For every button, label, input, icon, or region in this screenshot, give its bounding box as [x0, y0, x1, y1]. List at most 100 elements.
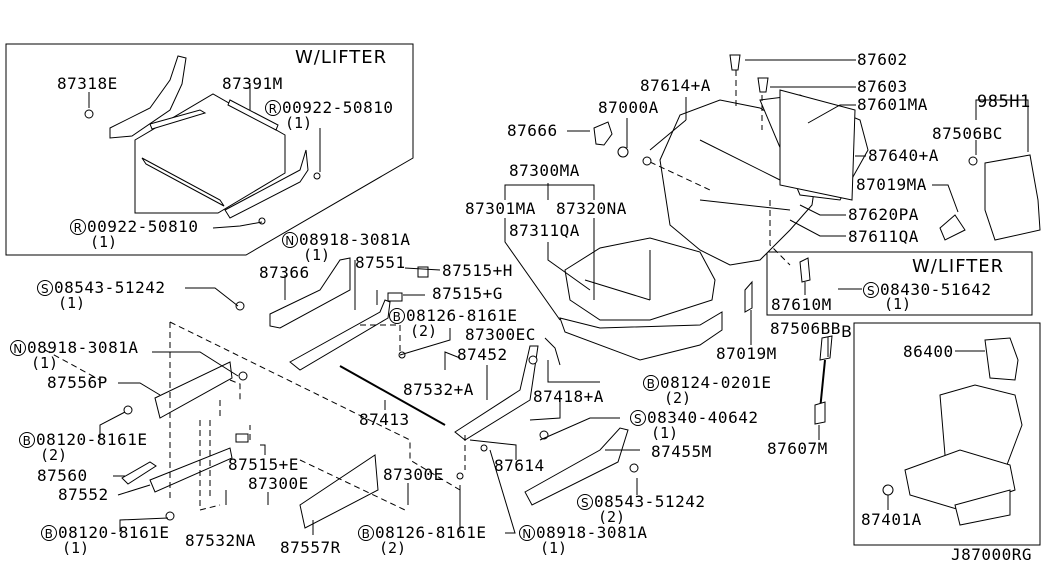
part-label-87601MA[interactable]: 87601MA [857, 95, 928, 114]
part-label-87320NA[interactable]: 87320NA [556, 199, 627, 218]
lifter-frame-drawing [84, 55, 321, 229]
part-code: 08340-40642 [647, 408, 759, 427]
part-label-87640A[interactable]: 87640+A [868, 146, 939, 165]
part-label-87366[interactable]: 87366 [259, 263, 310, 282]
part-label-87552[interactable]: 87552 [58, 485, 109, 504]
b-symbol-icon: B [643, 375, 659, 391]
part-label-87611QA[interactable]: 87611QA [848, 227, 919, 246]
part-label-87000A[interactable]: 87000A [598, 98, 659, 117]
lifter-frame-box [5, 43, 414, 256]
n-symbol-icon: N [282, 232, 298, 248]
part-code: 08543-51242 [594, 492, 706, 511]
part-label-87607M[interactable]: 87607M [767, 439, 828, 458]
part-code: 08120-8161E [36, 430, 148, 449]
part-label-87506BC[interactable]: 87506BC [932, 124, 1003, 143]
s-symbol-icon: S [577, 494, 593, 510]
part-label-87300EC[interactable]: 87300EC [465, 325, 536, 344]
quantity-label: (1) [285, 114, 313, 132]
complete-seat-corner-letter: B [841, 322, 853, 341]
part-label-87413[interactable]: 87413 [359, 410, 410, 429]
n-symbol-icon: N [519, 525, 535, 541]
part-code: 08126-8161E [406, 306, 518, 325]
seat-slide-drawing [44, 257, 639, 529]
part-label-87556P[interactable]: 87556P [47, 373, 108, 392]
part-code: 00922-50810 [282, 98, 394, 117]
part-code: 08120-8161E [58, 523, 170, 542]
part-label-87515H[interactable]: 87515+H [442, 261, 513, 280]
complete-seat-box [853, 322, 1041, 546]
part-label-87318E[interactable]: 87318E [57, 74, 118, 93]
part-code: 08430-51642 [880, 280, 992, 299]
part-label-87515E[interactable]: 87515+E [228, 455, 299, 474]
diagram-id-label: J87000RG [951, 545, 1033, 564]
part-label-87300MA[interactable]: 87300MA [509, 161, 580, 180]
r-symbol-icon: R [265, 100, 281, 116]
part-label-87602[interactable]: 87602 [857, 50, 908, 69]
part-label-87452[interactable]: 87452 [457, 345, 508, 364]
s-symbol-icon: S [37, 280, 53, 296]
part-label-87620PA[interactable]: 87620PA [848, 205, 919, 224]
part-label-985H1[interactable]: 985H1 [977, 92, 1031, 112]
part-label-87391M[interactable]: 87391M [222, 74, 283, 93]
part-label-87515G[interactable]: 87515+G [432, 284, 503, 303]
quantity-label: (1) [31, 354, 59, 372]
quantity-label: (2) [379, 539, 407, 557]
r-symbol-icon: R [70, 219, 86, 235]
part-label-87603[interactable]: 87603 [857, 77, 908, 96]
s-symbol-icon: S [630, 410, 646, 426]
quantity-label: (1) [540, 539, 568, 557]
part-label-87455M[interactable]: 87455M [651, 442, 712, 461]
complete-seat-drawing [882, 337, 1023, 526]
part-label-87300E-right[interactable]: 87300E [383, 465, 444, 484]
part-label-87560[interactable]: 87560 [37, 466, 88, 485]
lifter-frame-box-title: W/LIFTER [295, 47, 388, 68]
part-code: 08918-3081A [299, 230, 411, 249]
part-label-87506BB[interactable]: 87506BB [770, 319, 841, 338]
part-label-87301MA[interactable]: 87301MA [465, 199, 536, 218]
b-symbol-icon: B [41, 525, 57, 541]
seat-back-drawing [593, 54, 1041, 425]
part-label-87311QA[interactable]: 87311QA [509, 221, 580, 240]
quantity-label: (2) [410, 322, 438, 340]
b-symbol-icon: B [389, 308, 405, 324]
part-label-87300E-left[interactable]: 87300E [248, 474, 309, 493]
part-label-87019MA[interactable]: 87019MA [856, 175, 927, 194]
part-code: 08124-0201E [660, 373, 772, 392]
s-symbol-icon: S [863, 282, 879, 298]
seat-cushion-drawing [559, 237, 723, 361]
quantity-label: (1) [884, 295, 912, 313]
part-label-86400[interactable]: 86400 [903, 342, 954, 361]
part-label-87401A[interactable]: 87401A [861, 510, 922, 529]
part-label-87532A[interactable]: 87532+A [403, 380, 474, 399]
part-label-87532NA[interactable]: 87532NA [185, 531, 256, 550]
part-label-87557R[interactable]: 87557R [280, 538, 341, 557]
quantity-label: (1) [62, 539, 90, 557]
part-label-87614[interactable]: 87614 [494, 456, 545, 475]
quantity-label: (1) [651, 424, 679, 442]
part-label-87418A[interactable]: 87418+A [533, 387, 604, 406]
part-label-87614A[interactable]: 87614+A [640, 76, 711, 95]
n-symbol-icon: N [10, 340, 26, 356]
quantity-label: (2) [664, 389, 692, 407]
part-label-87610M[interactable]: 87610M [771, 295, 832, 314]
lifter-link-box-title: W/LIFTER [912, 256, 1005, 277]
part-label-87019M[interactable]: 87019M [716, 344, 777, 363]
part-label-87666[interactable]: 87666 [507, 121, 558, 140]
part-label-87551[interactable]: 87551 [355, 253, 406, 272]
part-code: 08918-3081A [27, 338, 139, 357]
